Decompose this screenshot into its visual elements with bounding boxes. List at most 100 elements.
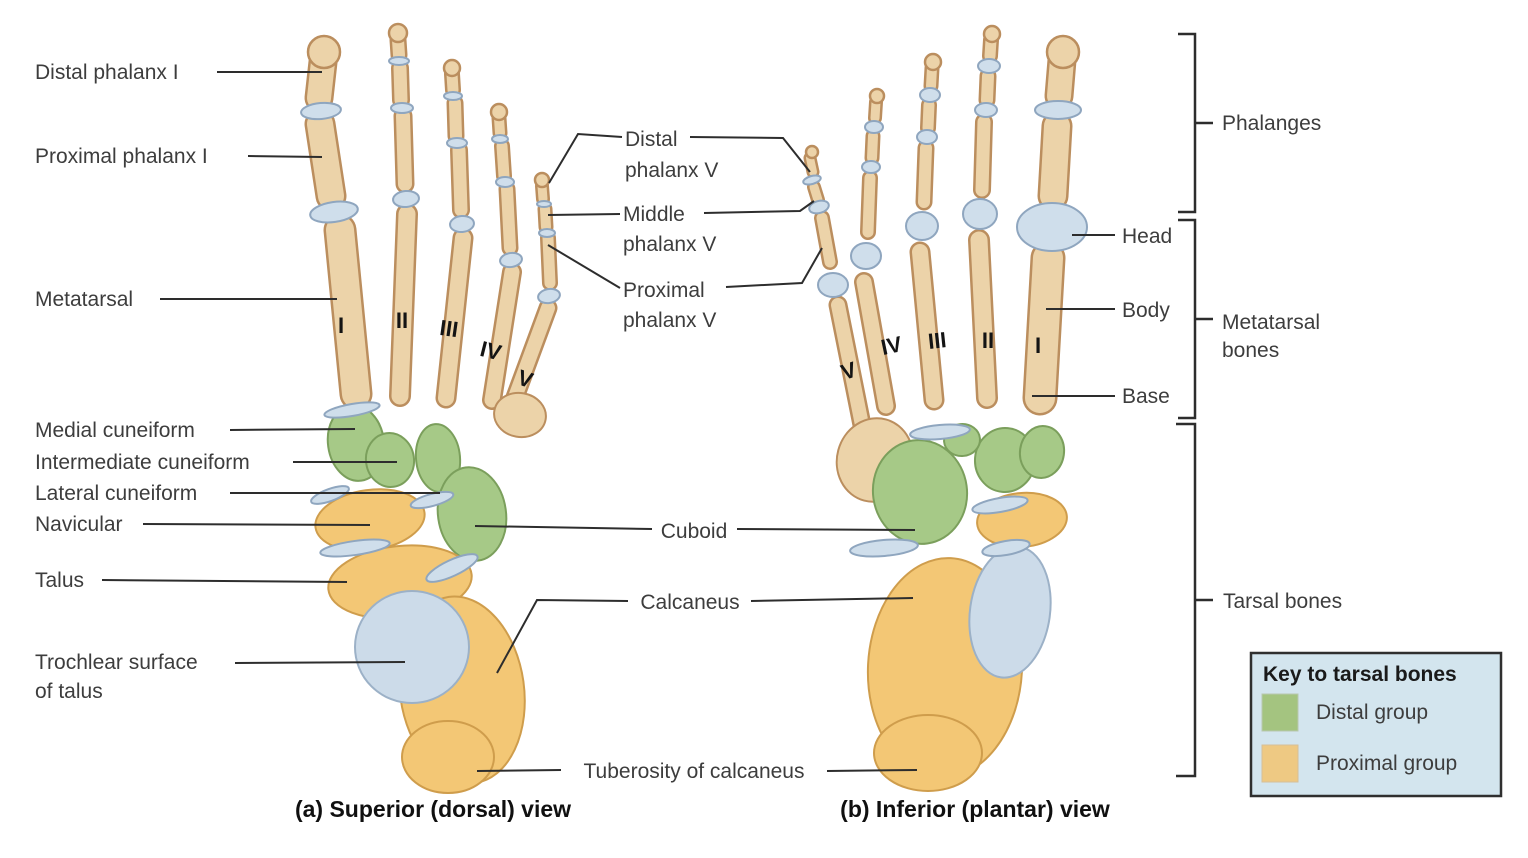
bone-segment xyxy=(326,216,370,408)
metatarsal-head-pad xyxy=(1016,202,1088,252)
joint-cartilage xyxy=(808,199,830,215)
label-trochlear-surface-line1: Trochlear surface xyxy=(35,651,198,674)
joint-sliver xyxy=(981,538,1031,558)
toe-tip xyxy=(306,34,342,70)
legend-title: Key to tarsal bones xyxy=(1263,663,1457,686)
label-metatarsal-bones-line1: Metatarsal xyxy=(1222,311,1320,334)
joint-cartilage xyxy=(443,91,463,101)
label-distal-phalanx-v-line2: phalanx V xyxy=(625,159,718,182)
bone-blob xyxy=(493,391,547,439)
toe-tip xyxy=(982,24,1002,44)
tarsal-bone-distal-group xyxy=(364,432,416,488)
bone-segment xyxy=(496,140,510,182)
toe-tip xyxy=(387,22,409,44)
label-metatarsal: Metatarsal xyxy=(35,288,133,311)
bone-segment xyxy=(970,231,996,407)
leader-middle-phalanx-v-left xyxy=(547,213,621,216)
label-middle-phalanx-v-line2: phalanx V xyxy=(623,233,716,256)
joint-sliver xyxy=(310,485,350,505)
joint-cartilage xyxy=(864,120,884,134)
caption-superior-dorsal-view: (a) Superior (dorsal) view xyxy=(295,796,571,822)
label-proximal-phalanx-v-line1: Proximal xyxy=(623,279,705,302)
label-proximal-phalanx-v-line2: phalanx V xyxy=(623,309,716,332)
toe-tip xyxy=(1045,34,1081,70)
leader-medial-cuneiform xyxy=(229,428,356,431)
joint-cartilage xyxy=(449,214,475,234)
bone-segment xyxy=(391,205,416,405)
label-medial-cuneiform: Medial cuneiform xyxy=(35,419,195,442)
joint-sliver xyxy=(425,553,479,583)
label-tarsal-bones: Tarsal bones xyxy=(1223,590,1342,613)
leader-distal-phalanx-v-right xyxy=(689,136,811,173)
bone-segment xyxy=(867,131,878,163)
legend-swatch-proximal-group xyxy=(1261,744,1299,783)
joint-cartilage xyxy=(537,287,561,305)
joint-cartilage xyxy=(538,228,556,238)
numeral-right-iv: IV xyxy=(879,331,905,360)
joint-sliver xyxy=(319,538,391,558)
leader-navicular xyxy=(142,523,371,526)
label-trochlear-surface-line2: of talus xyxy=(35,680,103,703)
label-head: Head xyxy=(1122,225,1172,248)
bone-segment xyxy=(862,172,876,238)
joint-cartilage xyxy=(974,102,998,118)
tarsal-bone-distal-group xyxy=(871,439,969,545)
bracket-tarsal-bones xyxy=(1176,422,1197,778)
joint-sliver xyxy=(849,538,919,558)
caption-inferior-plantar-view: (b) Inferior (plantar) view xyxy=(840,796,1110,822)
joint-cartilage xyxy=(446,137,468,149)
tarsal-bone-distal-group xyxy=(1018,425,1066,479)
joint-cartilage xyxy=(388,56,410,66)
label-distal-phalanx-v-line1: Distal xyxy=(625,128,678,151)
bone-segment xyxy=(396,109,412,191)
numeral-right-iii: III xyxy=(927,327,948,354)
bone-segment xyxy=(975,115,991,197)
legend-label-distal-group: Distal group xyxy=(1316,701,1428,724)
leader-calcaneus-left xyxy=(496,598,629,674)
bone-segment xyxy=(393,61,408,107)
joint-cartilage xyxy=(390,102,414,114)
metatarsal-head-pad xyxy=(850,242,882,270)
metatarsal-head-pad xyxy=(962,198,998,230)
bracket-metatarsal-bones xyxy=(1178,218,1197,420)
bone-segment xyxy=(307,111,344,209)
bone-segment xyxy=(449,97,462,142)
joint-cartilage xyxy=(919,87,941,103)
group-brackets xyxy=(1176,32,1213,778)
numeral-left-iii: III xyxy=(438,315,460,342)
label-proximal-phalanx-i: Proximal phalanx I xyxy=(35,145,208,168)
toe-tip xyxy=(442,58,462,78)
toe-tip xyxy=(533,171,551,189)
bone-segment xyxy=(1040,113,1070,209)
joint-cartilage xyxy=(491,134,509,144)
articular-surface xyxy=(354,590,470,704)
bone-segment xyxy=(501,183,516,254)
bone-segment xyxy=(912,244,942,408)
joint-cartilage xyxy=(916,129,938,145)
toe-tip xyxy=(489,102,509,122)
numeral-layer: I II III IV V V IV III II I xyxy=(338,308,1041,393)
joint-cartilage xyxy=(309,200,359,224)
metatarsal-head-pad xyxy=(817,272,849,298)
label-metatarsal-bones-line2: bones xyxy=(1222,339,1279,362)
label-calcaneus: Calcaneus xyxy=(640,591,739,614)
leader-calcaneus-right xyxy=(750,597,914,602)
bone-art-layer xyxy=(300,22,1088,794)
bone-segment xyxy=(484,264,520,408)
toe-tip xyxy=(868,87,886,105)
toe-tip xyxy=(804,144,820,160)
bone-segment xyxy=(540,204,551,232)
label-lateral-cuneiform: Lateral cuneiform xyxy=(35,482,197,505)
bone-segment xyxy=(806,154,817,176)
leader-proximal-phalanx-v-left xyxy=(547,244,621,289)
joint-cartilage xyxy=(300,101,342,121)
joint-cartilage xyxy=(392,189,420,209)
legend-swatch-distal-group xyxy=(1261,693,1299,732)
joint-sliver xyxy=(909,423,971,441)
numeral-left-ii: II xyxy=(396,308,408,333)
bone-segment xyxy=(809,182,823,205)
bone-segment xyxy=(981,70,994,106)
label-body: Body xyxy=(1122,299,1170,322)
bone-segment xyxy=(452,143,468,217)
